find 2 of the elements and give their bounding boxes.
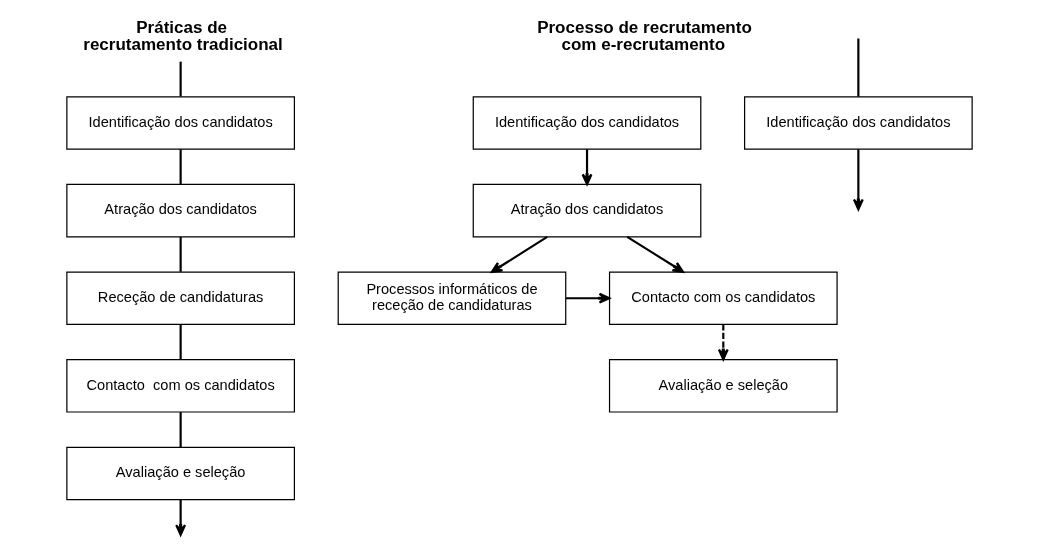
node-text: Práticas de recrutamento tradicional (83, 17, 283, 54)
label: Processo de recrutamento com e-recrutamento (537, 17, 752, 54)
